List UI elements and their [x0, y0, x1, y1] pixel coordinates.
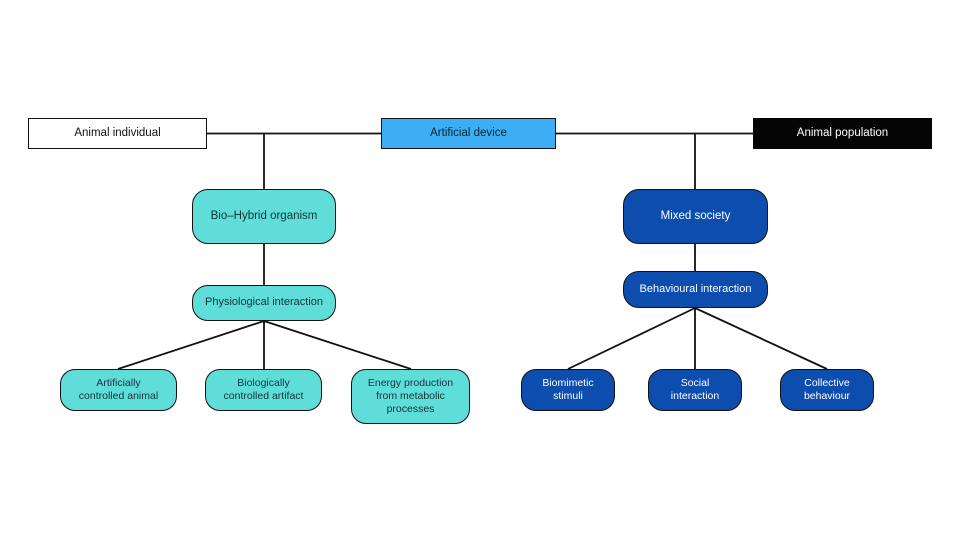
- node-animal-population[interactable]: Animal population: [753, 118, 932, 149]
- edge-behavioural-to-biomimetic-stimuli: [567, 307, 696, 370]
- node-mixed-society-label: Mixed society: [660, 210, 731, 223]
- node-collective-behaviour-label: Collective behaviour: [803, 377, 851, 402]
- node-bio-hybrid-organism[interactable]: Bio–Hybrid organism: [192, 189, 336, 244]
- node-animal-population-label: Animal population: [796, 127, 889, 140]
- node-social-interaction-label: Social interaction: [670, 377, 720, 402]
- node-social-interaction[interactable]: Social interaction: [648, 369, 742, 411]
- edge-behavioural-to-collective-behaviour: [694, 307, 828, 370]
- node-biologically-controlled-artifact-label: Biologically controlled artifact: [223, 377, 304, 402]
- node-physiological-interaction[interactable]: Physiological interaction: [192, 285, 336, 321]
- node-physiological-interaction-label: Physiological interaction: [204, 296, 323, 309]
- node-mixed-society[interactable]: Mixed society: [623, 189, 768, 244]
- node-artificial-device-label: Artificial device: [430, 127, 507, 140]
- node-animal-individual-label: Animal individual: [74, 127, 161, 140]
- edge-physiological-to-artificially-controlled-animal: [117, 320, 265, 370]
- node-artificial-device[interactable]: Artificial device: [381, 118, 556, 149]
- node-bio-hybrid-organism-label: Bio–Hybrid organism: [210, 210, 318, 223]
- node-biomimetic-stimuli-label: Biomimetic stimuli: [542, 377, 594, 402]
- node-artificially-controlled-animal-label: Artificially controlled animal: [78, 377, 159, 402]
- node-collective-behaviour[interactable]: Collective behaviour: [780, 369, 874, 411]
- edge-physiological-to-energy-production: [263, 320, 412, 370]
- node-biomimetic-stimuli[interactable]: Biomimetic stimuli: [521, 369, 615, 411]
- node-energy-production[interactable]: Energy production from metabolic process…: [351, 369, 470, 424]
- node-artificially-controlled-animal[interactable]: Artificially controlled animal: [60, 369, 177, 411]
- node-behavioural-interaction-label: Behavioural interaction: [639, 282, 752, 295]
- node-energy-production-label: Energy production from metabolic process…: [367, 377, 454, 415]
- node-animal-individual[interactable]: Animal individual: [28, 118, 207, 149]
- node-biologically-controlled-artifact[interactable]: Biologically controlled artifact: [205, 369, 322, 411]
- node-behavioural-interaction[interactable]: Behavioural interaction: [623, 271, 768, 308]
